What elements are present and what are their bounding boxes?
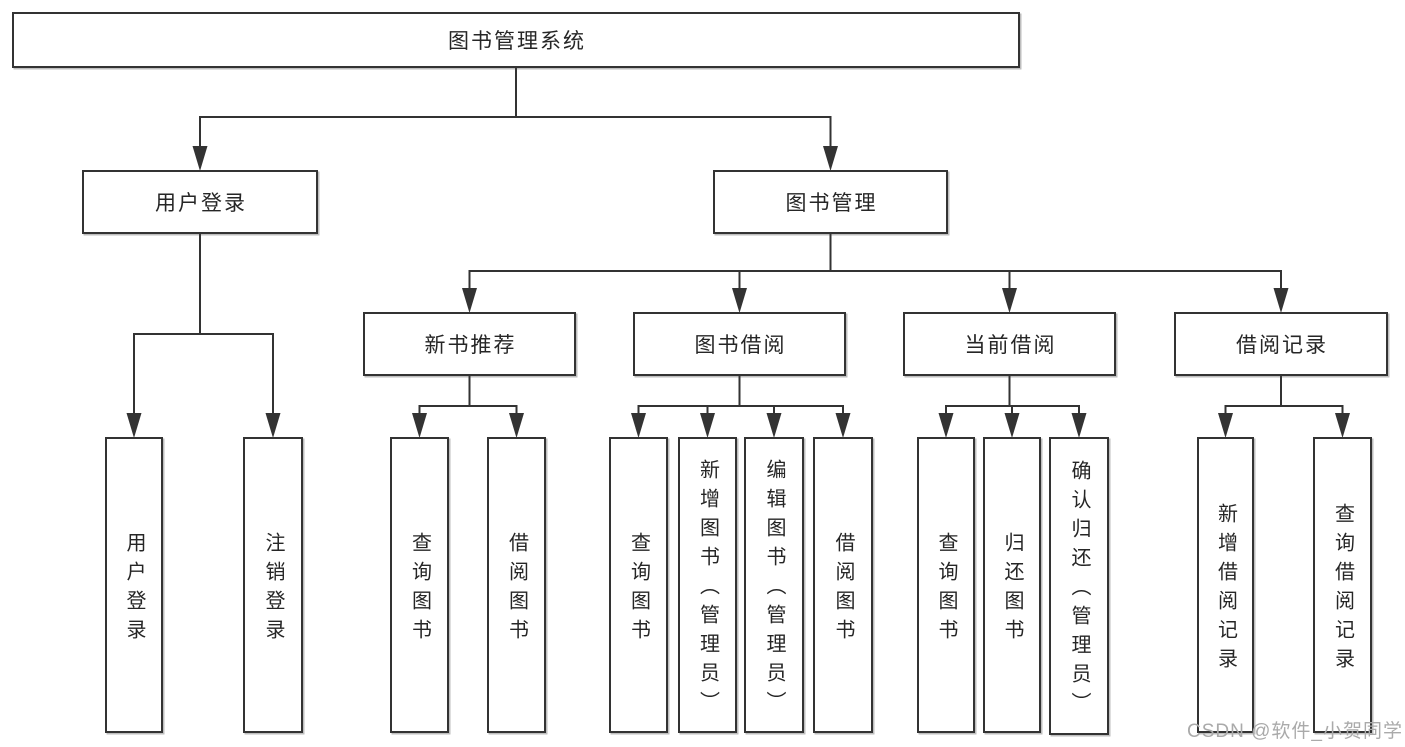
node-book-management: 图书管理 [713, 170, 948, 234]
arrowhead-icon [509, 413, 524, 438]
node-label-leaf-query-borrow-record: 查询借阅记录 [1331, 502, 1354, 677]
node-book-borrow: 图书借阅 [633, 312, 846, 376]
node-label-leaf-return-book: 归还图书 [1001, 531, 1023, 648]
node-label-book-borrow: 图书借阅 [694, 334, 787, 357]
node-label-leaf-edit-book-admin: 编辑图书（管理员） [763, 459, 785, 720]
arrowhead-icon [766, 413, 782, 438]
node-leaf-user-login: 用户登录 [105, 437, 163, 733]
arrowhead-icon [1273, 288, 1289, 313]
arrowhead-icon [732, 288, 747, 313]
arrowhead-icon [1002, 288, 1017, 313]
node-label-root: 图书管理系统 [448, 30, 586, 53]
arrowhead-icon [631, 413, 646, 438]
node-leaf-return-book: 归还图书 [983, 437, 1041, 733]
node-leaf-add-borrow-record: 新增借阅记录 [1197, 437, 1254, 733]
node-label-leaf-confirm-return-admin: 确认归还（管理员） [1068, 460, 1090, 721]
node-root: 图书管理系统 [12, 12, 1020, 68]
node-label-leaf-add-borrow-record: 新增借阅记录 [1214, 502, 1237, 677]
arrowhead-icon [823, 146, 838, 171]
node-label-new-book-recommend: 新书推荐 [424, 334, 517, 357]
arrowhead-icon [192, 146, 208, 171]
node-leaf-add-book-admin: 新增图书（管理员） [678, 437, 737, 733]
node-leaf-query-book-current: 查询图书 [917, 437, 975, 733]
arrowhead-icon [1218, 413, 1233, 438]
node-label-book-management: 图书管理 [785, 192, 878, 215]
node-label-leaf-borrow-book-new: 借阅图书 [505, 531, 528, 648]
arrowhead-icon [462, 288, 477, 313]
arrowhead-icon [700, 413, 715, 438]
node-leaf-confirm-return-admin: 确认归还（管理员） [1049, 437, 1109, 735]
node-label-borrow-records: 借阅记录 [1236, 334, 1328, 357]
node-current-borrow: 当前借阅 [903, 312, 1116, 376]
arrowhead-icon [126, 413, 142, 438]
arrowhead-icon [938, 413, 954, 438]
node-label-leaf-query-book-new: 查询图书 [408, 531, 431, 648]
node-label-leaf-user-login: 用户登录 [123, 531, 145, 648]
node-label-leaf-query-book-borrow: 查询图书 [627, 531, 650, 648]
arrowhead-icon [1071, 413, 1087, 438]
arrowhead-icon [412, 413, 427, 438]
arrowhead-icon [835, 413, 851, 438]
node-label-leaf-borrow-book-2: 借阅图书 [832, 531, 854, 648]
node-label-leaf-add-book-admin: 新增图书（管理员） [696, 459, 719, 720]
node-label-user-login: 用户登录 [155, 192, 247, 215]
node-leaf-query-borrow-record: 查询借阅记录 [1313, 437, 1372, 733]
node-user-login: 用户登录 [82, 170, 318, 234]
node-leaf-query-book-borrow: 查询图书 [609, 437, 668, 733]
node-leaf-edit-book-admin: 编辑图书（管理员） [744, 437, 804, 733]
node-new-book-recommend: 新书推荐 [363, 312, 576, 376]
node-leaf-query-book-new: 查询图书 [390, 437, 449, 733]
node-label-leaf-query-book-current: 查询图书 [935, 531, 957, 648]
node-leaf-logout: 注销登录 [243, 437, 303, 733]
arrowhead-icon [1335, 413, 1350, 438]
arrowhead-icon [265, 413, 281, 438]
node-label-current-borrow: 当前借阅 [964, 334, 1057, 357]
node-leaf-borrow-book-new: 借阅图书 [487, 437, 546, 733]
node-label-leaf-logout: 注销登录 [262, 531, 284, 648]
node-leaf-borrow-book-2: 借阅图书 [813, 437, 873, 733]
arrowhead-icon [1004, 413, 1020, 438]
node-borrow-records: 借阅记录 [1174, 312, 1388, 376]
